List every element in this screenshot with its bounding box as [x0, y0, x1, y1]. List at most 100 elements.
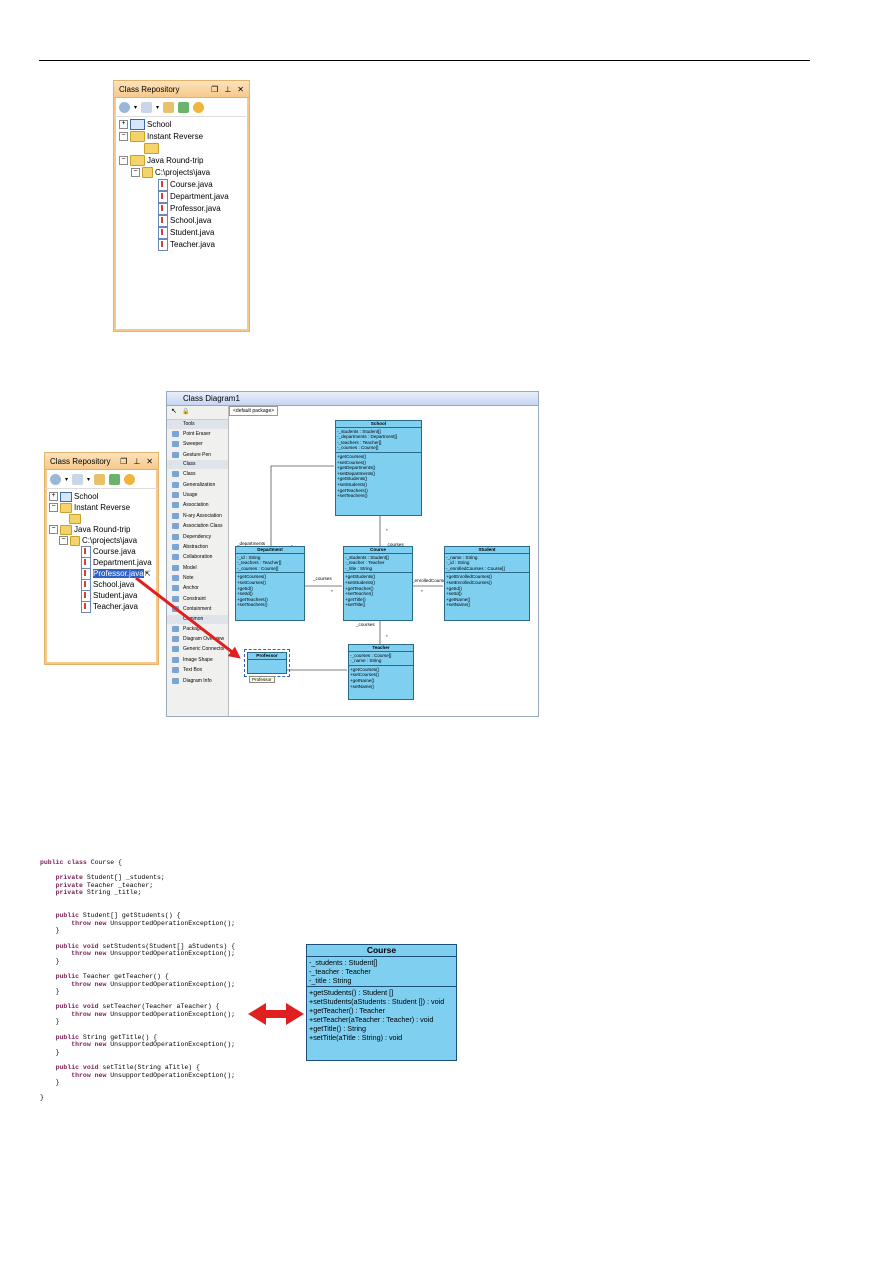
tree-node-java-round-trip[interactable]: −Java Round-trip: [45, 524, 158, 535]
palette-item[interactable]: Package: [167, 624, 228, 634]
diagram-canvas[interactable]: <default package> _departments _courses …: [229, 406, 538, 716]
palette-item[interactable]: Diagram Info: [167, 676, 228, 686]
tree-node-java-round-trip[interactable]: −Java Round-trip: [114, 155, 249, 167]
tree-file[interactable]: Course.java: [114, 179, 249, 191]
tree-file[interactable]: Student.java: [114, 227, 249, 239]
tree-file[interactable]: Professor.java: [114, 203, 249, 215]
java-source-code: public class Course { private Student[] …: [40, 859, 235, 1102]
class-teacher[interactable]: Teacher -_courses : Course[] -_name : St…: [348, 644, 414, 700]
restore-icon[interactable]: ❐: [211, 84, 219, 94]
refresh-icon[interactable]: [193, 101, 205, 113]
sync-double-arrow: [248, 1003, 304, 1025]
palette-item[interactable]: Collaboration: [167, 552, 228, 562]
palette-item[interactable]: Constraint: [167, 594, 228, 604]
folder-icon: [144, 143, 159, 155]
class-course[interactable]: Course -_students : Student[] -_teacher …: [343, 546, 413, 621]
tree-file[interactable]: Department.java: [114, 191, 249, 203]
palette-item[interactable]: Diagram Overview: [167, 634, 228, 644]
collapse-icon[interactable]: −: [59, 536, 68, 546]
tree-node-empty-folder[interactable]: [114, 143, 249, 155]
panel-title-bar: Class Repository ❐ ⊥ ✕: [45, 453, 158, 470]
tree-node-empty-folder[interactable]: [45, 513, 158, 524]
palette-item[interactable]: Dependency: [167, 532, 228, 542]
palette-item[interactable]: Generic Connector: [167, 644, 228, 654]
panel-title: Class Repository: [119, 84, 180, 94]
collapse-icon[interactable]: −: [131, 168, 140, 178]
palette-section-common[interactable]: Common: [167, 614, 228, 624]
class-operations: +getCourses() +setCourses() +getName() +…: [350, 666, 380, 689]
pin-icon[interactable]: ⊥: [224, 84, 232, 94]
collapse-icon[interactable]: −: [49, 503, 58, 513]
tree-icon[interactable]: [163, 101, 175, 113]
class-professor[interactable]: Professor: [244, 649, 290, 677]
code-line: [40, 1087, 235, 1095]
diagram-title: Class Diagram1: [167, 392, 538, 406]
palette-item[interactable]: N-ary Association: [167, 511, 228, 521]
code-line: }: [40, 927, 60, 935]
java-file-icon: [158, 191, 168, 203]
globe-icon[interactable]: [50, 473, 61, 485]
tree-icon[interactable]: [94, 473, 106, 485]
pin-icon[interactable]: ⊥: [133, 456, 141, 466]
tree-node-school[interactable]: +School: [45, 491, 158, 502]
tree-file[interactable]: Teacher.java: [45, 601, 158, 613]
refresh-icon[interactable]: [124, 473, 136, 485]
package-tab[interactable]: <default package>: [229, 406, 279, 416]
collapse-icon[interactable]: −: [49, 525, 58, 535]
drag-arrow: [135, 576, 241, 659]
code-line: public void setStudents(Student[] aStude…: [55, 942, 236, 950]
palette-item[interactable]: Class: [167, 469, 228, 479]
palette-item[interactable]: Model: [167, 563, 228, 573]
tree-node-path[interactable]: −C:\projects\java: [45, 535, 158, 546]
class-student[interactable]: Student -_name : String -_id : String -_…: [444, 546, 530, 621]
copy-icon[interactable]: [72, 473, 84, 485]
palette-item[interactable]: Point Eraser: [167, 429, 228, 439]
palette-item[interactable]: Usage: [167, 490, 228, 500]
palette-item[interactable]: Gesture Pen: [167, 450, 228, 460]
palette-item[interactable]: Association Class: [167, 521, 228, 531]
palette-section-class[interactable]: Class: [167, 460, 228, 470]
tree-node-instant-reverse[interactable]: −Instant Reverse: [45, 502, 158, 513]
tree-node-path[interactable]: −C:\projects\java: [114, 167, 249, 179]
class-operations: +getStudents() : Student [] +setStudents…: [309, 988, 445, 1042]
code-line: public String getTitle() {: [55, 1033, 158, 1041]
palette-item[interactable]: Anchor: [167, 583, 228, 593]
code-line: throw new UnsupportedOperationException(…: [71, 1071, 236, 1079]
tag-icon[interactable]: [109, 473, 121, 485]
repository-tree: +School −Instant Reverse −Java Round-tri…: [45, 489, 158, 613]
tree-file[interactable]: Teacher.java: [114, 239, 249, 251]
palette-section-tools[interactable]: Tools: [167, 420, 228, 429]
palette-item[interactable]: Abstraction: [167, 542, 228, 552]
model-icon: [60, 491, 72, 502]
globe-icon[interactable]: [119, 101, 130, 113]
palette-item[interactable]: Image Shape: [167, 655, 228, 665]
tree-node-instant-reverse[interactable]: −Instant Reverse: [114, 131, 249, 143]
expand-icon[interactable]: +: [119, 120, 128, 130]
class-school[interactable]: School -_students : Student[] -_departme…: [335, 420, 422, 516]
tag-icon[interactable]: [178, 101, 190, 113]
expand-icon[interactable]: +: [49, 492, 58, 502]
class-diagram-window: Class Diagram1 ↖ 🔒 Tools Point Eraser Sw…: [166, 391, 539, 717]
palette-item[interactable]: Text Box: [167, 665, 228, 675]
pointer-icon[interactable]: ↖: [171, 408, 177, 415]
header-rule: [39, 60, 810, 61]
class-attributes: -_name : String -_id : String -_enrolled…: [445, 554, 529, 574]
collapse-icon[interactable]: −: [119, 156, 128, 166]
class-department[interactable]: Department -_id : String -_teachers : Te…: [235, 546, 305, 621]
collapse-icon[interactable]: −: [119, 132, 128, 142]
palette-item[interactable]: Sweeper: [167, 439, 228, 449]
palette-item[interactable]: Note: [167, 573, 228, 583]
close-icon[interactable]: ✕: [146, 456, 153, 466]
palette-item[interactable]: Association: [167, 500, 228, 510]
restore-icon[interactable]: ❐: [120, 456, 128, 466]
class-attributes: -_students : Student[] -_teacher : Teach…: [344, 554, 412, 574]
java-file-icon: [158, 179, 168, 191]
tree-node-school[interactable]: +School: [114, 119, 249, 131]
drop-tooltip: Professor: [249, 676, 275, 683]
course-class-detail[interactable]: Course -_students : Student[] -_teacher …: [306, 944, 457, 1061]
tree-file[interactable]: School.java: [114, 215, 249, 227]
copy-icon[interactable]: [141, 101, 153, 113]
palette-item[interactable]: Generalization: [167, 480, 228, 490]
lock-icon[interactable]: 🔒: [182, 409, 190, 415]
close-icon[interactable]: ✕: [237, 84, 244, 94]
